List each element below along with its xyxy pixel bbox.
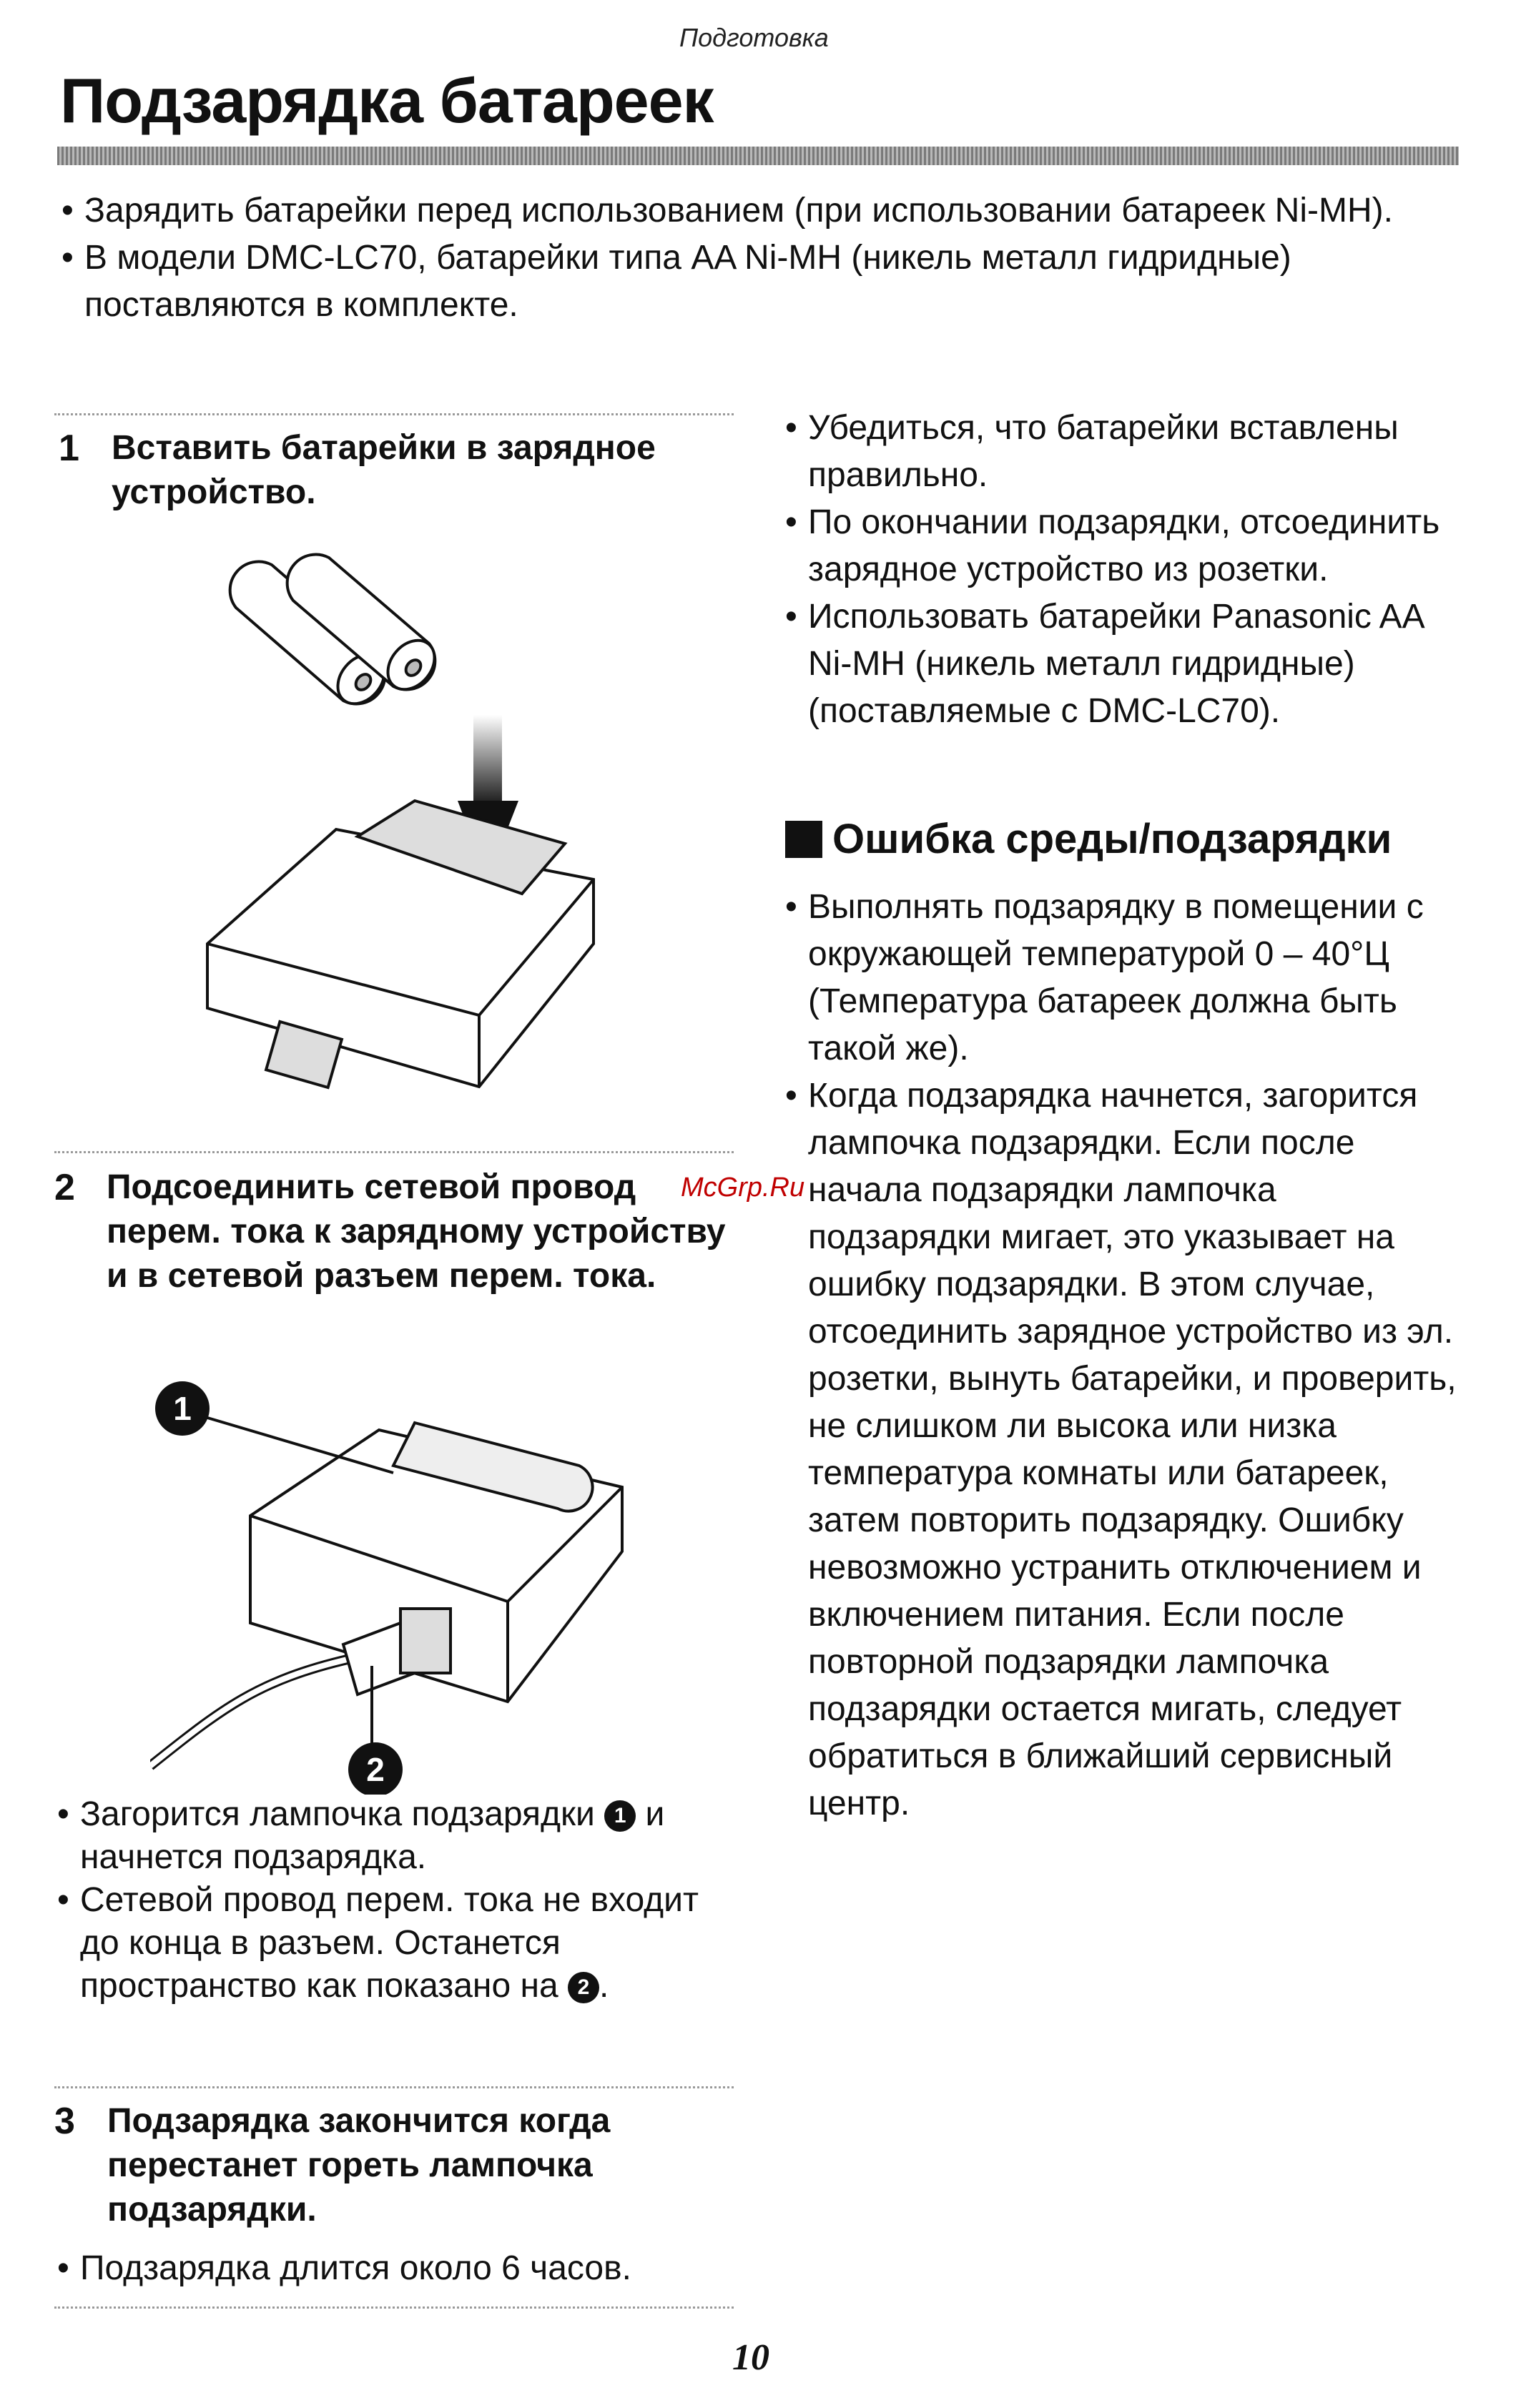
charger-icon xyxy=(206,799,595,1090)
error-item: Выполнять подзарядку в помещении с окруж… xyxy=(782,884,1469,1072)
note-item: Подзарядка длится около 6 часов. xyxy=(54,2245,741,2292)
error-heading-text: Ошибка среды/подзарядки xyxy=(832,816,1392,862)
step-text: Вставить батарейки в зарядное устройство… xyxy=(112,429,656,511)
step-text: Подсоединить сетевой провод перем. тока … xyxy=(106,1168,726,1295)
intro-item: В модели DMC-LC70, батарейки типа AA Ni-… xyxy=(59,235,1460,329)
power-cord-icon xyxy=(150,1654,352,1770)
note-text: Загорится лампочка подзарядки xyxy=(80,1795,595,1833)
note-text: Сетевой провод перем. тока не входит до … xyxy=(80,1881,699,2005)
divider xyxy=(54,2306,734,2309)
aa-battery-icon xyxy=(228,553,437,706)
section-marker-icon xyxy=(785,820,822,858)
note-item: Загорится лампочка подзарядки 1 и начнет… xyxy=(54,1793,741,1879)
step-number: 1 xyxy=(59,428,79,469)
note-item: По окончании подзарядки, отсоединить зар… xyxy=(782,499,1469,593)
step-1: 1 Вставить батарейки в зарядное устройст… xyxy=(59,426,731,515)
intro-item: Зарядить батарейки перед использованием … xyxy=(59,187,1460,235)
charger-batteries-illustration xyxy=(206,553,595,1090)
step-3: 3 Подзарядка закончится когда перестанет… xyxy=(54,2099,741,2232)
divider xyxy=(54,1151,734,1153)
step-3-notes: Подзарядка длится около 6 часов. xyxy=(54,2245,741,2292)
step-text: Подзарядка закончится когда перестанет г… xyxy=(107,2102,611,2229)
error-list: Выполнять подзарядку в помещении с окруж… xyxy=(782,884,1469,1827)
step-number: 3 xyxy=(54,2101,75,2142)
error-section-heading: Ошибка среды/подзарядки xyxy=(785,815,1392,863)
plug-icon xyxy=(341,1607,452,1697)
callout-2-icon: 2 xyxy=(568,1972,600,2004)
divider xyxy=(54,413,734,415)
note-text: и начнется подзарядка. xyxy=(80,1795,665,1876)
charger-cord-illustration: 1 2 xyxy=(150,1381,624,1795)
callout-number: 2 xyxy=(366,1751,385,1788)
page-title: Подзарядка батареек xyxy=(60,65,714,136)
note-text: . xyxy=(599,1967,609,2005)
note-item: Использовать батарейки Panasonic AA Ni-M… xyxy=(782,593,1469,735)
error-item: Когда подзарядка начнется, загорится лам… xyxy=(782,1072,1469,1827)
note-item: Убедиться, что батарейки вставлены прави… xyxy=(782,405,1469,499)
divider xyxy=(54,2086,734,2088)
watermark: McGrp.Ru xyxy=(681,1173,805,1203)
page-number: 10 xyxy=(732,2337,769,2378)
step-number: 2 xyxy=(54,1167,75,1208)
section-label: Подготовка xyxy=(679,23,829,52)
charger-icon xyxy=(249,1421,624,1704)
callout-number: 1 xyxy=(173,1390,192,1427)
right-notes: Убедиться, что батарейки вставлены прави… xyxy=(782,405,1469,735)
note-item: Сетевой провод перем. тока не входит до … xyxy=(54,1879,741,2008)
step-2-notes: Загорится лампочка подзарядки 1 и начнет… xyxy=(54,1793,741,2008)
title-underline xyxy=(57,147,1459,165)
intro-list: Зарядить батарейки перед использованием … xyxy=(59,187,1460,329)
callout-2-icon xyxy=(348,1742,403,1795)
callout-1-icon: 1 xyxy=(604,1800,636,1832)
step-2: 2 Подсоединить сетевой провод перем. ток… xyxy=(54,1165,741,1298)
callout-line xyxy=(200,1414,394,1474)
callout-1-icon xyxy=(155,1381,210,1436)
